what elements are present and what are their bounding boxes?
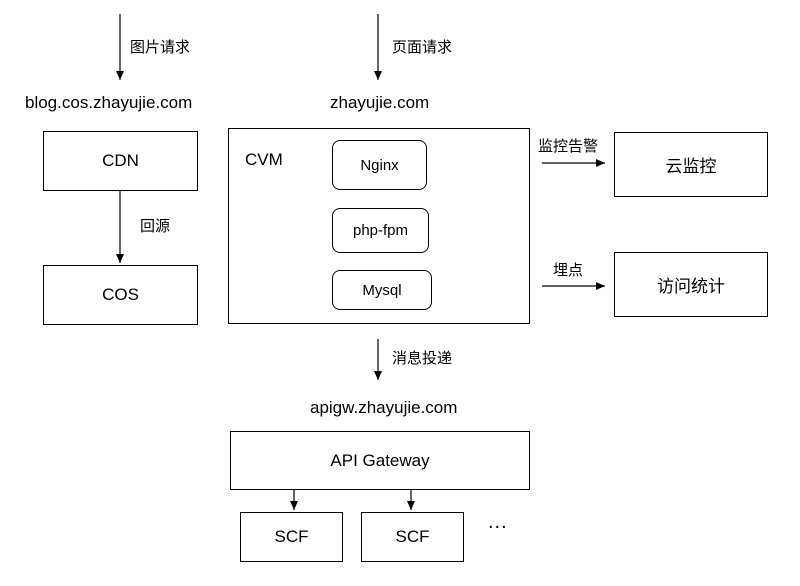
page-request-label: 页面请求 <box>392 39 453 56</box>
monitor-alert-label: 监控告警 <box>538 138 599 155</box>
scf-node-1-label: SCF <box>274 527 309 546</box>
mysql-node: Mysql <box>332 270 432 310</box>
image-request-label: 图片请求 <box>130 39 191 56</box>
cloud-monitor-node: 云监控 <box>614 132 768 197</box>
message-delivery-label: 消息投递 <box>392 350 453 367</box>
analytics-node-label: 访问统计 <box>657 277 725 296</box>
more-scf-ellipsis: ... <box>488 511 508 533</box>
scf-node-1: SCF <box>240 512 343 562</box>
analytics-node: 访问统计 <box>614 252 768 317</box>
scf-node-2-label: SCF <box>395 527 430 546</box>
cos-node: COS <box>43 265 198 325</box>
origin-pull-label: 回源 <box>140 218 171 235</box>
scf-node-2: SCF <box>361 512 464 562</box>
phpfpm-node-label: php-fpm <box>352 222 409 239</box>
main-host-label: zhayujie.com <box>330 93 430 112</box>
cloud-monitor-node-label: 云监控 <box>665 157 717 176</box>
phpfpm-node: php-fpm <box>332 208 429 253</box>
tracking-label: 埋点 <box>553 262 584 279</box>
apigw-host-label: apigw.zhayujie.com <box>310 398 458 417</box>
api-gateway-node: API Gateway <box>230 431 530 490</box>
cdn-node-label: CDN <box>102 151 139 170</box>
nginx-node-label: Nginx <box>360 156 399 174</box>
cdn-node: CDN <box>43 131 198 191</box>
nginx-node: Nginx <box>332 140 427 190</box>
mysql-node-label: Mysql <box>362 281 402 299</box>
cos-node-label: COS <box>102 285 139 304</box>
cvm-label: CVM <box>245 150 283 169</box>
api-gateway-node-label: API Gateway <box>330 450 430 470</box>
blog-host-label: blog.cos.zhayujie.com <box>25 93 193 112</box>
